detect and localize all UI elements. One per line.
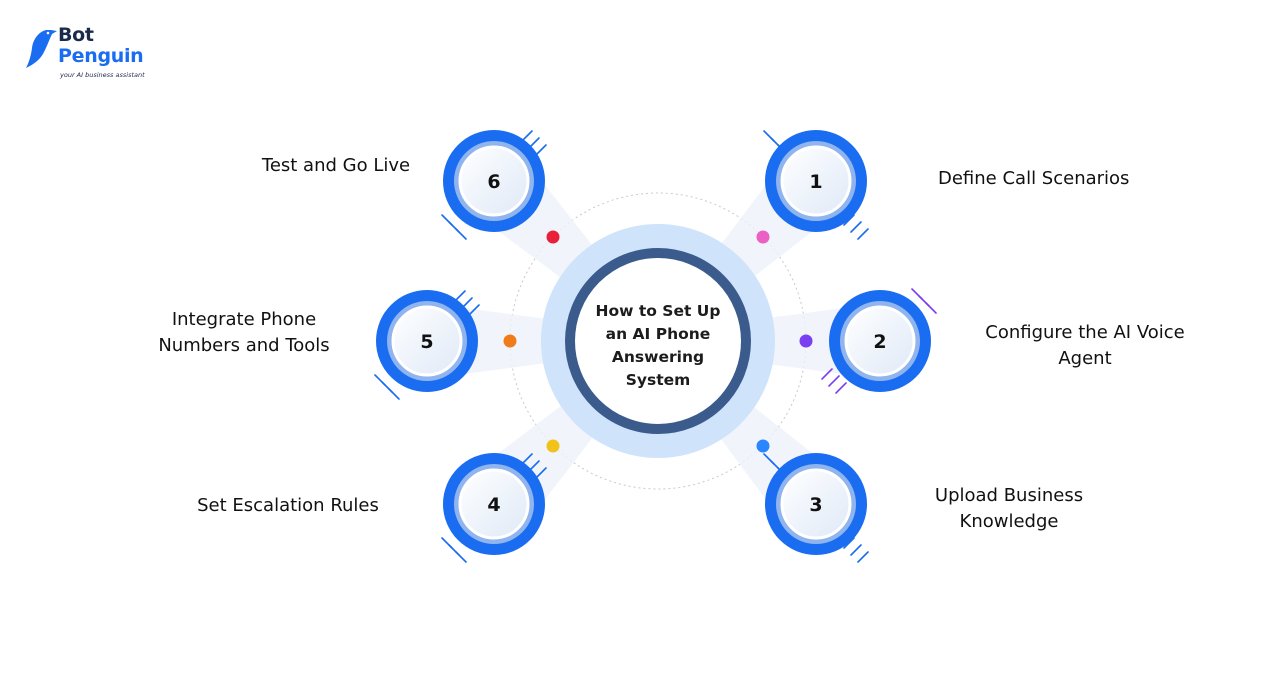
step-5-hash-mark [388, 388, 400, 400]
step-2-hash-mark [821, 368, 833, 380]
step-6-connector-dot [546, 230, 560, 244]
step-3-hash-mark [857, 551, 869, 563]
step-2-label: Configure the AI Voice Agent [985, 322, 1185, 369]
step-5-connector-dot [503, 334, 517, 348]
step-2-number: 2 [873, 331, 886, 353]
step-1-label: Define Call Scenarios [938, 168, 1130, 189]
brand-name-line1: Bot [58, 24, 94, 46]
step-5-hash-mark [454, 290, 466, 302]
step-3-number: 3 [809, 494, 822, 516]
penguin-logo-icon [26, 30, 57, 68]
step-1-connector-dot [756, 230, 770, 244]
step-3-hash-mark [850, 544, 862, 556]
step-4-node: 4 [441, 403, 595, 563]
step-2-connector-dot [799, 334, 813, 348]
step-5-inner-circle [391, 305, 463, 377]
brand-logo: Bot Penguin your AI business assistant [26, 24, 176, 84]
step-4-hash-mark [535, 467, 547, 479]
step-5-label: Integrate Phone Numbers and Tools [158, 309, 330, 356]
step-1-node: 1 [716, 130, 869, 282]
step-2-node: 2 [760, 288, 937, 394]
step-3-label: Upload Business Knowledge [934, 485, 1084, 532]
step-6-label: Test and Go Live [261, 155, 411, 176]
step-2-hash-mark [835, 382, 847, 394]
step-3-node: 3 [716, 402, 869, 563]
step-4-hash-mark [521, 453, 533, 465]
step-6-number: 6 [487, 171, 500, 193]
step-5-number: 5 [420, 331, 433, 353]
center-title: How to Set Up an AI Phone Answering Syst… [595, 302, 721, 389]
step-4-label: Set Escalation Rules [197, 495, 379, 516]
brand-tagline: your AI business assistant [60, 71, 145, 79]
step-5-node: 5 [374, 290, 547, 400]
step-6-hash-mark [521, 130, 533, 142]
brand-name-line2: Penguin [58, 45, 144, 67]
step-1-inner-circle [780, 145, 852, 217]
step-6-node: 6 [441, 130, 596, 281]
step-1-hash-mark [850, 221, 862, 233]
center-inner-circle [584, 267, 732, 415]
step-4-inner-circle [458, 468, 530, 540]
step-2-inner-circle [844, 305, 916, 377]
step-6-hash-mark [455, 228, 467, 240]
step-5-hash-mark [468, 304, 480, 316]
step-4-hash-mark [455, 551, 467, 563]
step-3-connector-dot [756, 439, 770, 453]
step-3-inner-circle [780, 468, 852, 540]
step-2-hash-mark [828, 375, 840, 387]
step-6-hash-mark [535, 144, 547, 156]
step-4-connector-dot [546, 439, 560, 453]
step-1-number: 1 [809, 171, 822, 193]
step-1-hash-mark [857, 228, 869, 240]
step-2-hash-mark [925, 302, 937, 314]
step-6-inner-circle [458, 145, 530, 217]
step-4-number: 4 [487, 494, 500, 516]
